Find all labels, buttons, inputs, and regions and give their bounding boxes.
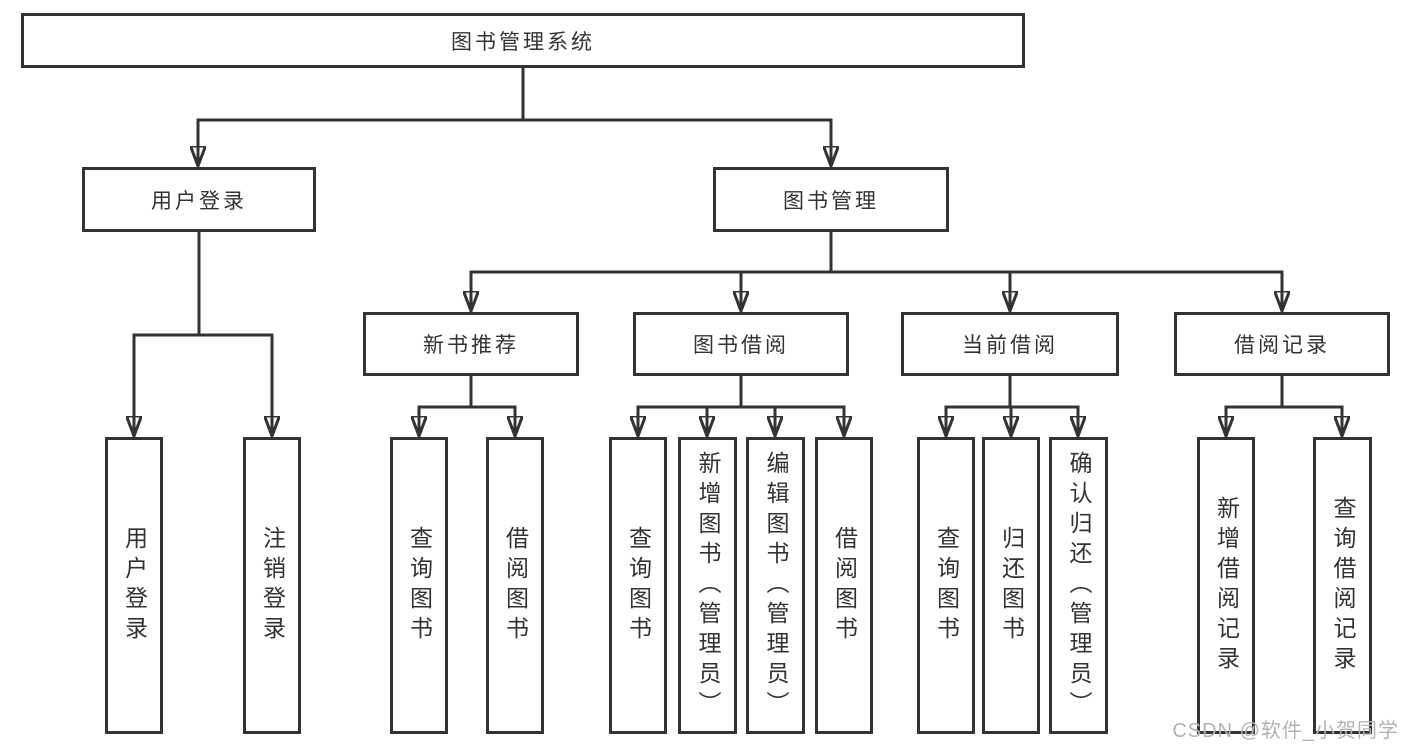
node-current-borrowing: 当前借阅 bbox=[901, 312, 1119, 376]
node-label: 查询借阅记录 bbox=[1330, 495, 1356, 676]
node-label: 借阅记录 bbox=[1234, 334, 1330, 357]
node-book-borrowing: 图书借阅 bbox=[633, 312, 849, 376]
node-label: 图书借阅 bbox=[693, 334, 789, 357]
node-query-borrow-record: 查询借阅记录 bbox=[1313, 437, 1372, 734]
node-label: 当前借阅 bbox=[962, 334, 1058, 357]
node-user-login: 用户登录 bbox=[82, 167, 316, 232]
node-label: 查询图书 bbox=[933, 525, 960, 646]
node-label: 归还图书 bbox=[998, 525, 1025, 646]
csdn-watermark: CSDN @软件_小贺同学 bbox=[1172, 720, 1399, 742]
node-book-management: 图书管理 bbox=[713, 167, 949, 232]
node-label: 编辑图书（管理员） bbox=[763, 450, 789, 721]
node-label: 新书推荐 bbox=[423, 334, 519, 357]
node-label: 用户登录 bbox=[121, 525, 148, 646]
node-query-books-recommendation: 查询图书 bbox=[390, 437, 448, 734]
node-label: 用户登录 bbox=[151, 189, 247, 213]
node-confirm-return-admin: 确认归还（管理员） bbox=[1049, 437, 1108, 734]
node-add-book-admin: 新增图书（管理员） bbox=[678, 437, 737, 734]
node-edit-book-admin: 编辑图书（管理员） bbox=[746, 437, 805, 734]
node-borrowing-records: 借阅记录 bbox=[1174, 312, 1390, 376]
node-label: 图书管理系统 bbox=[451, 30, 595, 54]
node-label: 查询图书 bbox=[625, 525, 652, 646]
node-logout: 注销登录 bbox=[243, 437, 301, 734]
connector-root-to-level2 bbox=[197, 68, 833, 166]
node-label: 借阅图书 bbox=[502, 525, 529, 646]
node-library-management-system: 图书管理系统 bbox=[21, 13, 1025, 68]
connector-current-borrowing-children bbox=[945, 376, 1080, 436]
node-query-books-current: 查询图书 bbox=[917, 437, 975, 734]
node-label: 图书管理 bbox=[783, 189, 879, 213]
node-user-login-leaf: 用户登录 bbox=[105, 437, 163, 734]
connector-book-borrowing-children bbox=[637, 376, 846, 436]
connector-user-login-children bbox=[133, 232, 274, 436]
node-label: 借阅图书 bbox=[831, 525, 858, 646]
node-label: 确认归还（管理员） bbox=[1066, 450, 1092, 721]
node-label: 新增图书（管理员） bbox=[695, 450, 721, 721]
connector-borrowing-records-children bbox=[1225, 376, 1344, 436]
node-query-books-borrowing: 查询图书 bbox=[609, 437, 667, 734]
node-label: 新增借阅记录 bbox=[1213, 495, 1240, 676]
node-new-book-recommendation: 新书推荐 bbox=[363, 312, 579, 376]
node-return-books: 归还图书 bbox=[982, 437, 1040, 734]
node-borrow-books-borrowing: 借阅图书 bbox=[815, 437, 873, 734]
connector-new-book-recommendation-children bbox=[418, 376, 517, 436]
connector-book-management-children bbox=[470, 232, 1284, 311]
node-borrow-books-recommendation: 借阅图书 bbox=[486, 437, 544, 734]
node-label: 查询图书 bbox=[406, 525, 433, 646]
node-add-borrow-record: 新增借阅记录 bbox=[1197, 437, 1255, 734]
node-label: 注销登录 bbox=[259, 525, 286, 646]
